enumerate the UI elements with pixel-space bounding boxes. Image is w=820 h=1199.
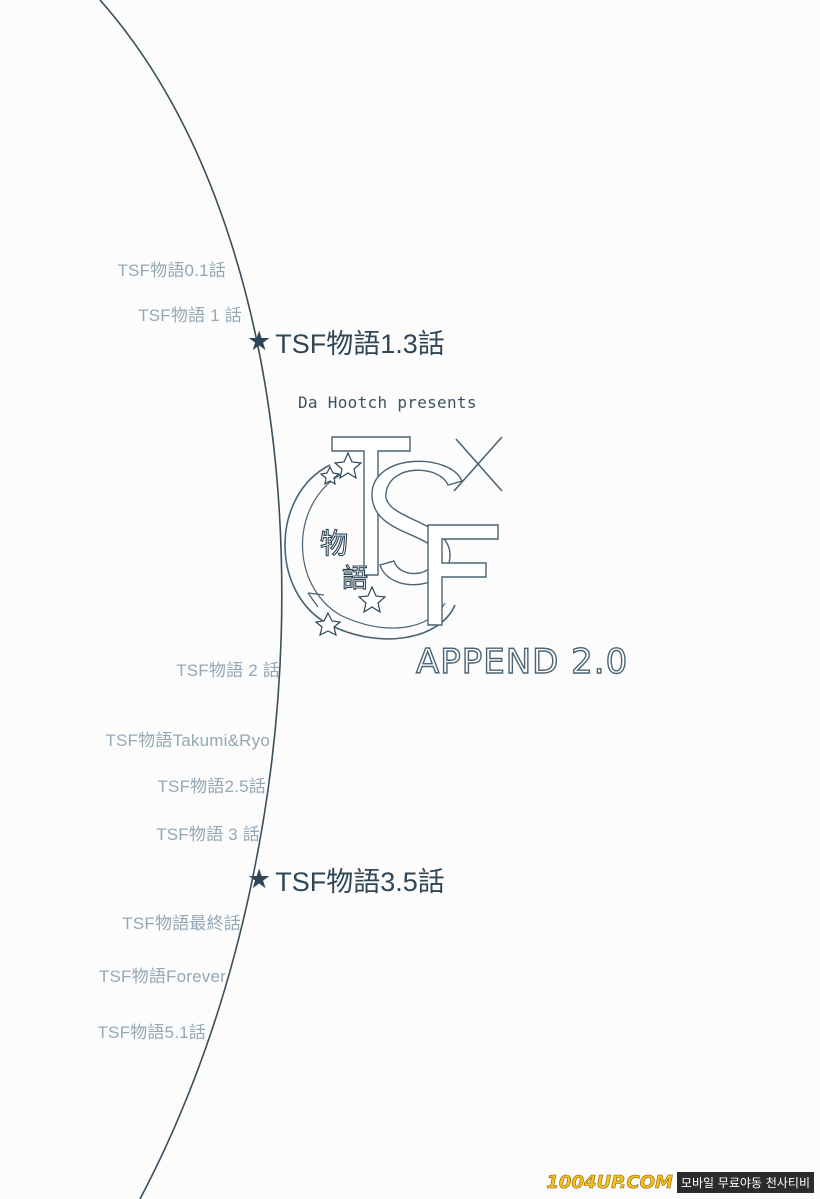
star-icon: ★ xyxy=(247,326,272,357)
star-icon: ★ xyxy=(247,864,272,895)
tsf-logo: 物 語 xyxy=(284,436,503,640)
watermark: 1004UP.COM 모바일 무료야동 천사티비 xyxy=(546,1172,814,1193)
watermark-brand: 1004UP.COM xyxy=(546,1172,673,1194)
chapter-0-1: TSF物語0.1話 xyxy=(117,261,226,280)
chapter-2-5: TSF物語2.5話 xyxy=(157,777,266,796)
presents-line: Da Hootch presents xyxy=(298,393,477,412)
highlight-chapter-3-5: ★ TSF物語3.5話 xyxy=(247,860,445,899)
chapter-2: TSF物語 2 話 xyxy=(176,661,280,680)
watermark-tagline: 모바일 무료야동 천사티비 xyxy=(676,1172,814,1193)
chapter-1: TSF物語 1 話 xyxy=(138,306,242,325)
highlight-chapter-1-3: ★ TSF物語1.3話 xyxy=(247,322,445,361)
highlight-label: TSF物語1.3話 xyxy=(275,329,445,359)
chapter-final: TSF物語最終話 xyxy=(122,914,241,933)
logo-kanji-2: 語 xyxy=(342,564,368,594)
highlight-label: TSF物語3.5話 xyxy=(275,867,445,897)
append-version: APPEND 2.0 xyxy=(415,641,629,682)
chapter-5-1: TSF物語5.1話 xyxy=(97,1023,206,1042)
chapter-forever: TSF物語Forever xyxy=(98,967,226,986)
chapter-3: TSF物語 3 話 xyxy=(156,825,260,844)
chapter-takumi-ryo: TSF物語Takumi&Ryo xyxy=(105,731,270,750)
logo-kanji-1: 物 xyxy=(320,527,348,560)
